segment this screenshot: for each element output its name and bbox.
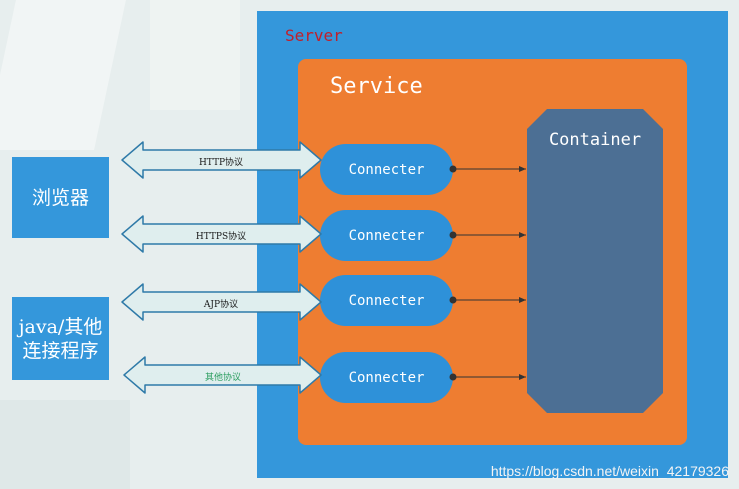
container-label: Container bbox=[548, 130, 642, 150]
protocol-label-ajp: AJP协议 bbox=[203, 300, 239, 310]
protocol-label-http: HTTP协议 bbox=[198, 158, 244, 168]
background-tile bbox=[150, 0, 240, 110]
double-arrow-http bbox=[121, 141, 322, 179]
server-label: Server bbox=[285, 26, 343, 45]
background-tile bbox=[0, 400, 130, 489]
link-dot-1 bbox=[449, 165, 457, 173]
double-arrow-https bbox=[121, 215, 322, 253]
client-java-other: java/其他连接程序 bbox=[12, 297, 109, 380]
service-label: Service bbox=[330, 74, 423, 99]
protocol-label-other: 其他协议 bbox=[204, 373, 241, 383]
watermark-url: https://blog.csdn.net/weixin_42179326 bbox=[490, 463, 729, 479]
link-dot-2 bbox=[449, 231, 457, 239]
link-dot-4 bbox=[449, 373, 457, 381]
client-browser: 浏览器 bbox=[12, 157, 109, 238]
protocol-label-https: HTTPS协议 bbox=[195, 232, 247, 242]
connector-http: Connecter bbox=[320, 144, 453, 195]
connector-ajp: Connecter bbox=[320, 275, 453, 326]
link-dot-3 bbox=[449, 296, 457, 304]
container-box bbox=[527, 109, 663, 413]
connector-https: Connecter bbox=[320, 210, 453, 261]
connector-other: Connecter bbox=[320, 352, 453, 403]
double-arrow-ajp bbox=[121, 283, 322, 321]
double-arrow-other bbox=[123, 356, 322, 394]
